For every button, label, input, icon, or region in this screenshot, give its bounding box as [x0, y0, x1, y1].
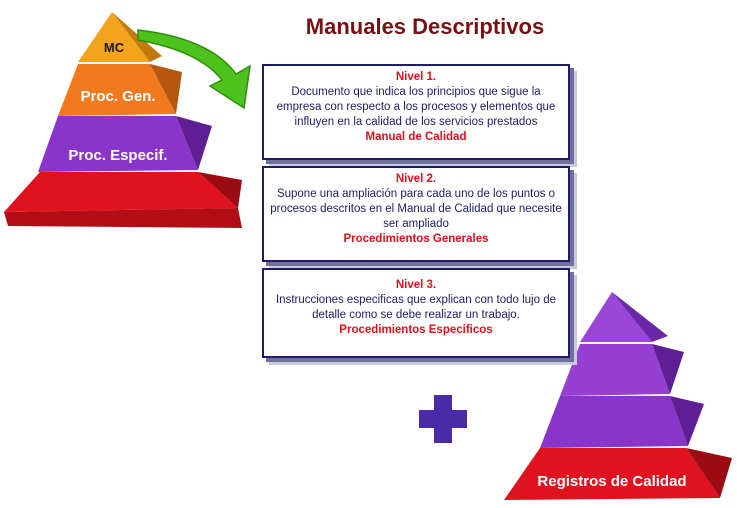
- pyramid-label-mc: MC: [104, 40, 125, 55]
- pyramid-right-tier-base: [504, 448, 732, 500]
- pyramid-label-proc-gen: Proc. Gen.: [80, 88, 155, 105]
- level-1-name: Manual de Calidad: [365, 131, 467, 143]
- page-title: Manuales Descriptivos: [305, 14, 545, 39]
- pyramid-right-tier-1: [580, 292, 668, 342]
- pyramid-label-proc-especif: Proc. Especif.: [68, 147, 167, 164]
- level-2-heading: Nivel 2.: [395, 173, 437, 185]
- pyramid-left-tier-mc: [78, 12, 162, 62]
- left-pyramid: MC Proc. Gen. Proc. Especif.: [4, 12, 242, 228]
- pyramid-left-tier-proc-especif: [38, 116, 212, 172]
- pyramid-label-registros: Registros de Calidad: [537, 473, 686, 490]
- right-pyramid: Registros de Calidad: [504, 292, 732, 500]
- level-2-text: Supone una ampliación para cada uno de l…: [270, 188, 562, 230]
- plus-sign: [419, 395, 467, 443]
- pyramid-right-tier-3: [540, 396, 704, 448]
- level-3-heading: Nivel 3.: [395, 279, 437, 291]
- level-2-name: Procedimientos Generales: [343, 233, 489, 245]
- level-1-text: Documento que indica los principios que …: [276, 86, 556, 128]
- pyramid-right-tier-2: [560, 344, 684, 396]
- green-arrow: [137, 29, 251, 110]
- pyramid-left-tier-base: [4, 172, 242, 228]
- level-1-heading: Nivel 1.: [395, 71, 437, 83]
- level-3-box: Nivel 3. Instrucciones especificas que e…: [262, 268, 570, 358]
- level-2-box: Nivel 2. Supone una ampliación para cada…: [262, 166, 570, 262]
- level-1-box: Nivel 1. Documento que indica los princi…: [262, 64, 570, 160]
- level-3-name: Procedimientos Especificos: [339, 324, 493, 336]
- level-3-text: Instrucciones especificas que explican c…: [275, 294, 556, 321]
- pyramid-left-tier-proc-gen: [58, 64, 182, 116]
